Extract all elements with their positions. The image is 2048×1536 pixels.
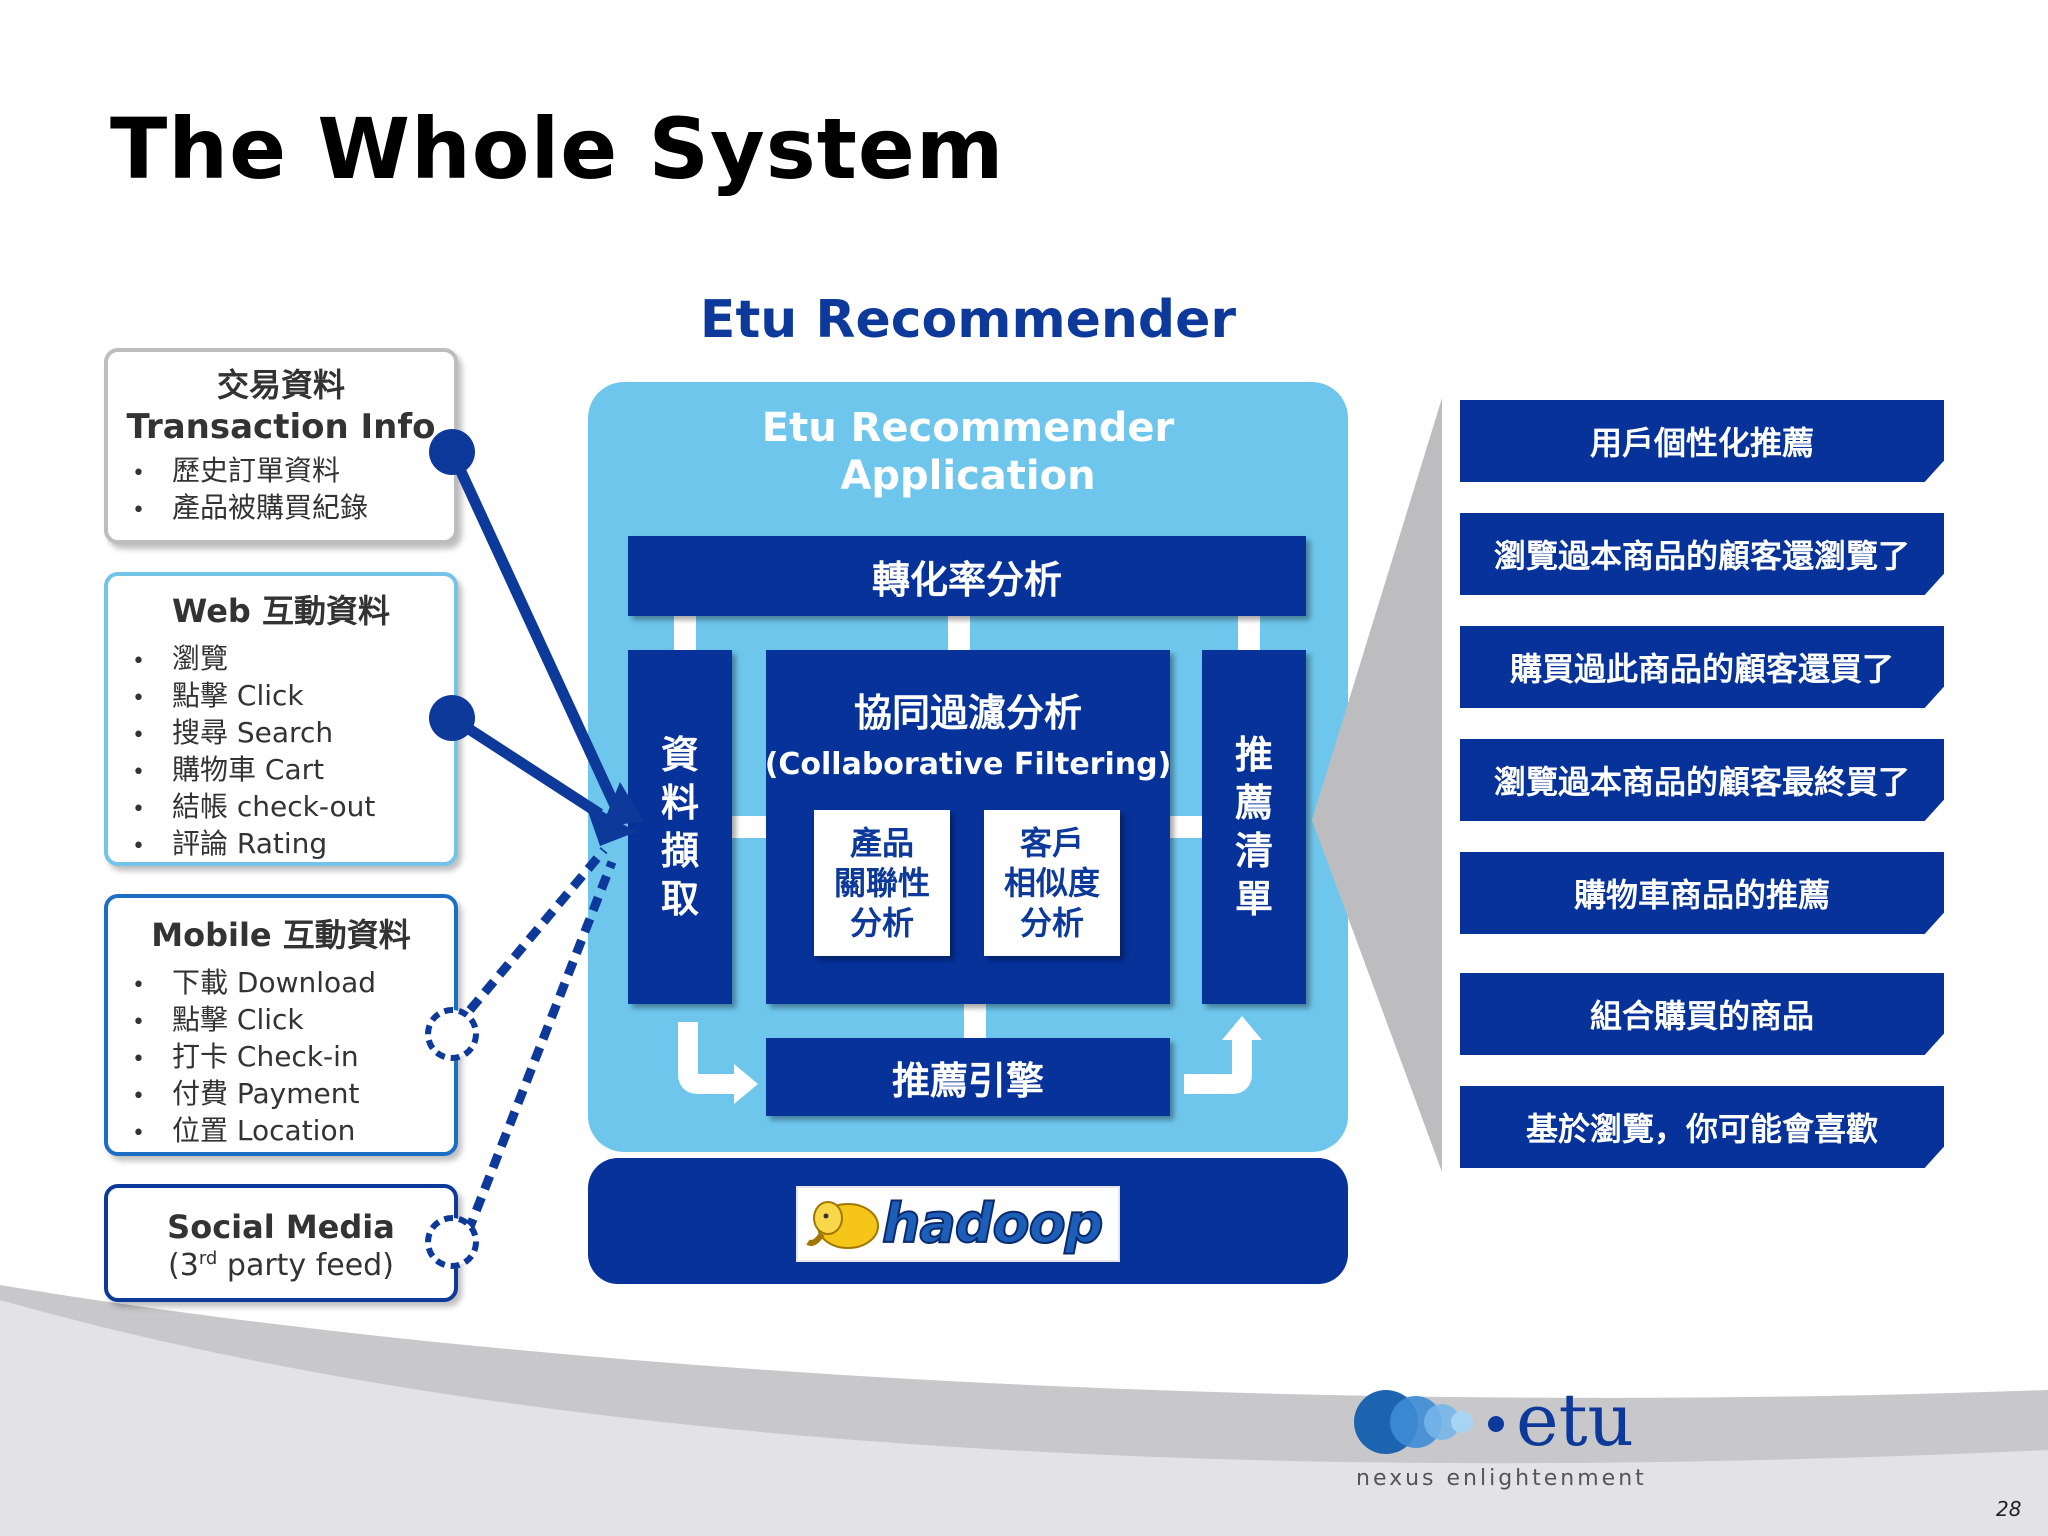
elephant-icon <box>806 1201 879 1249</box>
list-item: 結帳 check-out <box>132 790 454 827</box>
source-item-list: 歷史訂單資料 產品被購買紀錄 <box>108 454 454 528</box>
customer-similarity-box: 客戶 相似度 分析 <box>984 810 1120 956</box>
source-title: Social Media <box>167 1208 395 1246</box>
recommendation-item: 用戶個性化推薦 <box>1460 400 1944 482</box>
recommendation-item: 瀏覽過本商品的顧客最終買了 <box>1460 739 1944 821</box>
recommendation-list-block: 推 薦 清 單 <box>1202 650 1306 1004</box>
diagram-title: Etu Recommender <box>699 290 1237 350</box>
list-item: 打卡 Check-in <box>132 1040 454 1077</box>
list-item: 評論 Rating <box>132 827 454 864</box>
slide-title: The Whole System <box>110 100 1005 198</box>
list-item: 點擊 Click <box>132 1003 454 1040</box>
mobile-interaction-box: Mobile 互動資料 下載 Download 點擊 Click 打卡 Chec… <box>104 894 458 1156</box>
recommendation-item: 組合購買的商品 <box>1460 973 1944 1055</box>
hadoop-logo: hadoop <box>796 1186 1120 1262</box>
list-item: 產品被購買紀錄 <box>132 491 454 528</box>
hadoop-wordmark: hadoop <box>881 1191 1104 1256</box>
source-title: Mobile 互動資料 <box>151 916 411 954</box>
list-item: 瀏覽 <box>132 642 454 679</box>
list-item: 下載 Download <box>132 966 454 1003</box>
cf-title: 協同過濾分析 <box>853 691 1082 735</box>
source-item-list: 瀏覽 點擊 Click 搜尋 Search 購物車 Cart 結帳 check-… <box>108 642 454 864</box>
source-title: 交易資料 <box>216 366 345 404</box>
recommendation-item: 基於瀏覽，你可能會喜歡 <box>1460 1086 1944 1168</box>
recommendation-item: 購物車商品的推薦 <box>1460 852 1944 934</box>
list-item: 歷史訂單資料 <box>132 454 454 491</box>
cf-subtitle: (Collaborative Filtering) <box>764 747 1172 782</box>
etu-logo-circles <box>1354 1390 1504 1454</box>
page-number: 28 <box>1996 1497 2022 1521</box>
application-title: Etu Recommender Application <box>761 405 1175 499</box>
list-item: 搜尋 Search <box>132 716 454 753</box>
web-interaction-box: Web 互動資料 瀏覽 點擊 Click 搜尋 Search 購物車 Cart … <box>104 572 458 866</box>
list-item: 購物車 Cart <box>132 753 454 790</box>
source-item-list: 下載 Download 點擊 Click 打卡 Check-in 付費 Paym… <box>108 966 454 1151</box>
conversion-analysis-bar: 轉化率分析 <box>628 536 1306 616</box>
data-extraction-block: 資 料 擷 取 <box>628 650 732 1004</box>
etu-wordmark: etu <box>1516 1378 1634 1462</box>
etu-tagline: nexus enlightenment <box>1356 1466 1647 1491</box>
list-item: 付費 Payment <box>132 1077 454 1114</box>
list-item: 點擊 Click <box>132 679 454 716</box>
source-title: Web 互動資料 <box>172 592 390 630</box>
source-subtitle: Transaction Info <box>126 407 436 447</box>
recommendation-engine-bar: 推薦引擎 <box>766 1038 1170 1116</box>
list-item: 位置 Location <box>132 1114 454 1151</box>
product-association-box: 產品 關聯性 分析 <box>814 810 950 956</box>
recommendation-item: 購買過此商品的顧客還買了 <box>1460 626 1944 708</box>
transaction-info-box: 交易資料 Transaction Info 歷史訂單資料 產品被購買紀錄 <box>104 348 458 544</box>
recommendation-item: 瀏覽過本商品的顧客還瀏覽了 <box>1460 513 1944 595</box>
source-note: (3rd party feed) <box>168 1248 394 1283</box>
social-media-box: Social Media (3rd party feed) <box>104 1184 458 1302</box>
